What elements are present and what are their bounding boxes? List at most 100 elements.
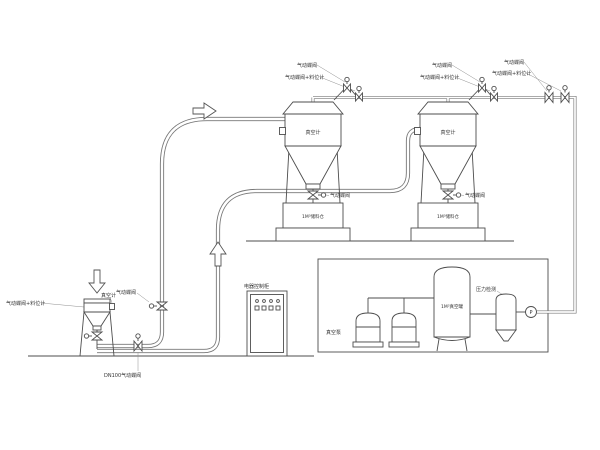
- hopper1-cone: [284, 145, 342, 185]
- arrow-down-icon: [88, 269, 106, 294]
- arrow-up-icon: [209, 241, 227, 267]
- valve-actuator-icon: [562, 85, 568, 91]
- hopper2-cone: [419, 145, 477, 185]
- panel-button-icon: [275, 305, 281, 311]
- valve-actuator-icon: [455, 192, 462, 198]
- butterfly-valve-icon: [560, 91, 570, 104]
- pump-base: [388, 341, 420, 348]
- feed-hopper-body: [83, 302, 111, 313]
- butterfly-valve-icon: [490, 91, 498, 103]
- feed-valve-label: 气动蝶阀: [116, 289, 136, 296]
- hopper2: [410, 76, 498, 242]
- pipe-to-hopper1-core: [97, 117, 285, 348]
- tank-legs: [436, 338, 468, 352]
- vacuum-tank-body: [433, 266, 471, 338]
- leader: [460, 194, 465, 196]
- flow-arrows: [88, 102, 227, 294]
- feed-line-valves: [133, 301, 169, 353]
- panel-button-icon: [268, 305, 274, 311]
- vacuum-pump-body: [355, 312, 381, 343]
- leader: [523, 61, 548, 92]
- hopper1-legs: [285, 147, 341, 204]
- arrow-right-icon: [192, 102, 217, 120]
- filter-cone: [495, 329, 517, 342]
- vacuum-tank-label: 1M³真空罐: [441, 303, 464, 310]
- butterfly-valve-icon: [478, 82, 486, 94]
- hopper2-pedestal: [410, 227, 486, 242]
- feed-hopper-cone: [83, 311, 111, 327]
- butterfly-valve-icon: [441, 190, 455, 200]
- valve-actuator-icon: [148, 303, 155, 309]
- hopper1-lid: [282, 101, 344, 115]
- hopper2-valve-riser: [468, 88, 491, 101]
- cabinet-body: [246, 290, 288, 357]
- hopper2-machine-label: 1M³储料仓: [437, 213, 460, 220]
- hopper2-top-valve-level-label: 气动蝶阀+料位计: [420, 74, 459, 81]
- hopper1-top-valve-level-label: 气动蝶阀+料位计: [285, 74, 324, 81]
- filter-body: [495, 293, 517, 331]
- feed-vacuum-gauge-label: 真空计: [101, 292, 116, 299]
- pressure-gauge-icon: [525, 306, 537, 318]
- pump-base: [352, 341, 384, 348]
- hopper1-discharge-valve-label: 气动蝶阀: [330, 192, 350, 199]
- dn100-butterfly-valve-icon: [133, 339, 143, 353]
- leader: [109, 296, 113, 304]
- labels: 气动蝶阀+料位计 真空计 气动蝶阀 DN100气动蝶阀 电器控制柜 气动蝶阀 气…: [6, 59, 533, 379]
- indicator-light-icon: [262, 299, 266, 303]
- vacuum-room-outline: [317, 258, 549, 353]
- leader: [316, 64, 346, 83]
- hopper1-top-valve-label: 气动蝶阀: [297, 62, 317, 69]
- pressure-gauge-letter: P: [529, 310, 532, 316]
- panel-button-icon: [254, 305, 260, 311]
- hopper1-vacuum-gauge-label: 真空计: [305, 129, 320, 136]
- feed-station: [79, 298, 115, 357]
- pressure-detection-label: 压力检测: [476, 286, 496, 293]
- gauge-icon: [414, 127, 421, 135]
- hopper2-vacuum-gauge-label: 真空计: [440, 129, 455, 136]
- vacuum-pump-label: 真空泵: [326, 329, 341, 336]
- butterfly-valve-icon: [306, 190, 320, 200]
- feed-valve-level-label: 气动蝶阀+料位计: [6, 300, 45, 307]
- feed-station-legs: [79, 311, 115, 357]
- vacuum-pump-body: [391, 312, 417, 343]
- cabinet-door: [250, 294, 284, 353]
- control-cabinet-label: 电器控制柜: [244, 283, 269, 290]
- valve-actuator-icon: [83, 333, 90, 339]
- valve-actuator-icon: [491, 85, 497, 92]
- vacuum-line-core: [312, 96, 576, 313]
- butterfly-valve-icon: [155, 301, 169, 311]
- hopper1-valve-riser: [333, 88, 356, 101]
- hopper2-lid: [417, 101, 479, 115]
- valve-actuator-icon: [135, 333, 141, 339]
- line-end-valve-level-label: 气动蝶阀+料位计: [492, 70, 531, 77]
- leader: [136, 292, 150, 303]
- hopper1-cylinder: [284, 113, 342, 147]
- valve-actuator-icon: [356, 85, 362, 92]
- feed-discharge-stub: [92, 325, 102, 331]
- leader: [451, 64, 481, 83]
- hopper1: [275, 76, 363, 242]
- dn100-valve-label: DN100气动蝶阀: [104, 372, 141, 379]
- hopper2-top-valve-label: 气动蝶阀: [432, 62, 452, 69]
- butterfly-valve-icon: [355, 91, 363, 103]
- vacuum-station: [352, 266, 537, 352]
- valve-actuator-icon: [546, 85, 552, 91]
- hopper1-machine: [282, 202, 344, 229]
- valve-actuator-icon: [320, 192, 327, 198]
- conveying-pipes: [97, 96, 577, 354]
- butterfly-valve-icon: [544, 91, 554, 104]
- line-end-valve-label: 气动蝶阀: [504, 59, 524, 66]
- butterfly-valve-icon: [90, 331, 104, 341]
- leader: [40, 302, 85, 308]
- control-cabinet: [246, 290, 288, 357]
- indicator-light-icon: [269, 299, 273, 303]
- hopper2-discharge-valve-label: 气动蝶阀: [465, 192, 485, 199]
- hopper2-legs: [420, 147, 476, 204]
- hopper1-machine-label: 1M³储料仓: [302, 213, 325, 220]
- vacuum-line-end-valves: [544, 85, 570, 104]
- valve-actuator-icon: [479, 76, 485, 83]
- valve-actuator-icon: [344, 76, 350, 83]
- panel-button-icon: [261, 305, 267, 311]
